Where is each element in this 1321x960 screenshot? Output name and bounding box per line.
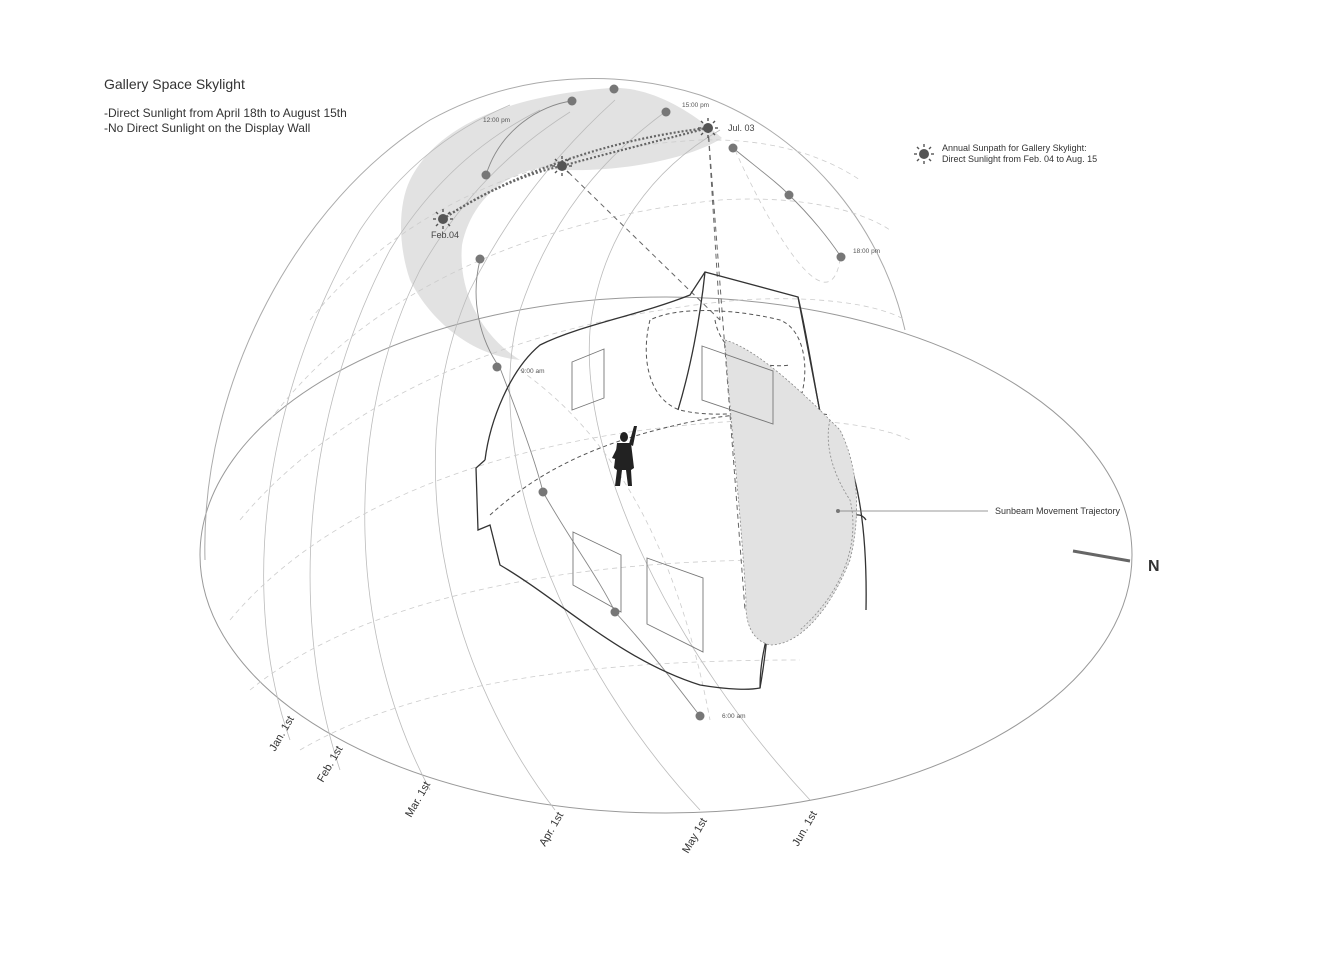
frame-3	[572, 531, 622, 613]
north-label: N	[1148, 558, 1160, 575]
hour-label-12pm: 12:00 pm	[483, 117, 510, 124]
month-label: Jan. 1st	[267, 714, 297, 753]
display-frames	[571, 345, 774, 653]
legend-line-2: Direct Sunlight from Feb. 04 to Aug. 15	[942, 154, 1098, 164]
annual-sunpath	[442, 126, 709, 220]
volume-outline	[484, 271, 821, 461]
sky-shaded-region	[401, 87, 722, 360]
dot	[836, 509, 840, 513]
dot	[610, 607, 620, 617]
sun-icon-feb04	[433, 209, 453, 229]
horizon-ellipse	[199, 296, 1133, 814]
dot	[538, 487, 548, 497]
sunbeam-annotation: Sunbeam Movement Trajectory	[995, 506, 1121, 516]
legend-text: Annual Sunpath for Gallery Skylight: Dir…	[942, 143, 1097, 165]
dot	[492, 362, 502, 372]
dot	[609, 84, 619, 94]
frame-4	[646, 557, 704, 653]
north-tick	[1072, 549, 1131, 563]
month-label: Apr. 1st	[537, 810, 566, 848]
title-block: Gallery Space Skylight -Direct Sunlight …	[104, 76, 347, 136]
sunbeam-trajectory-edge	[799, 419, 854, 631]
date-label-jul03: Jul. 03	[728, 123, 755, 133]
hour-label-9am: 9:00 am	[521, 368, 545, 375]
note-line-2: -No Direct Sunlight on the Display Wall	[104, 121, 311, 135]
dot	[728, 143, 738, 153]
dome-outline	[204, 78, 906, 561]
meridian-lines	[263, 99, 811, 811]
hour-label-15pm: 15:00 pm	[682, 102, 709, 109]
sun-icon	[914, 144, 934, 164]
sun-icon-jul03	[698, 118, 718, 138]
legend-line-1: Annual Sunpath for Gallery Skylight:	[942, 143, 1087, 153]
month-label: Jun. 1st	[790, 809, 820, 848]
human-figure-icon	[612, 426, 637, 486]
diagram-title: Gallery Space Skylight	[104, 76, 245, 92]
dot	[567, 96, 577, 106]
dot	[784, 190, 794, 200]
hour-label-18pm: 18:00 pm	[853, 248, 880, 255]
legend: Annual Sunpath for Gallery Skylight: Dir…	[912, 143, 1097, 165]
date-label-feb04: Feb.04	[431, 230, 459, 240]
sun-icon-mid	[552, 156, 572, 176]
sunpath-dots	[475, 84, 846, 721]
dot	[661, 107, 671, 117]
dot	[475, 254, 485, 264]
dot	[836, 252, 846, 262]
frame-2	[701, 345, 774, 425]
dot	[481, 170, 491, 180]
note-line-1: -Direct Sunlight from April 18th to Augu…	[104, 106, 347, 120]
month-label: Mar. 1st	[403, 780, 433, 820]
projection-lines	[561, 127, 746, 611]
dot	[695, 711, 705, 721]
sunbeam-trajectory-area	[724, 339, 857, 646]
month-label: May 1st	[680, 816, 710, 855]
frame-1	[571, 348, 605, 411]
month-label: Feb. 1st	[315, 744, 345, 784]
hour-label-6am: 6:00 am	[722, 713, 746, 720]
